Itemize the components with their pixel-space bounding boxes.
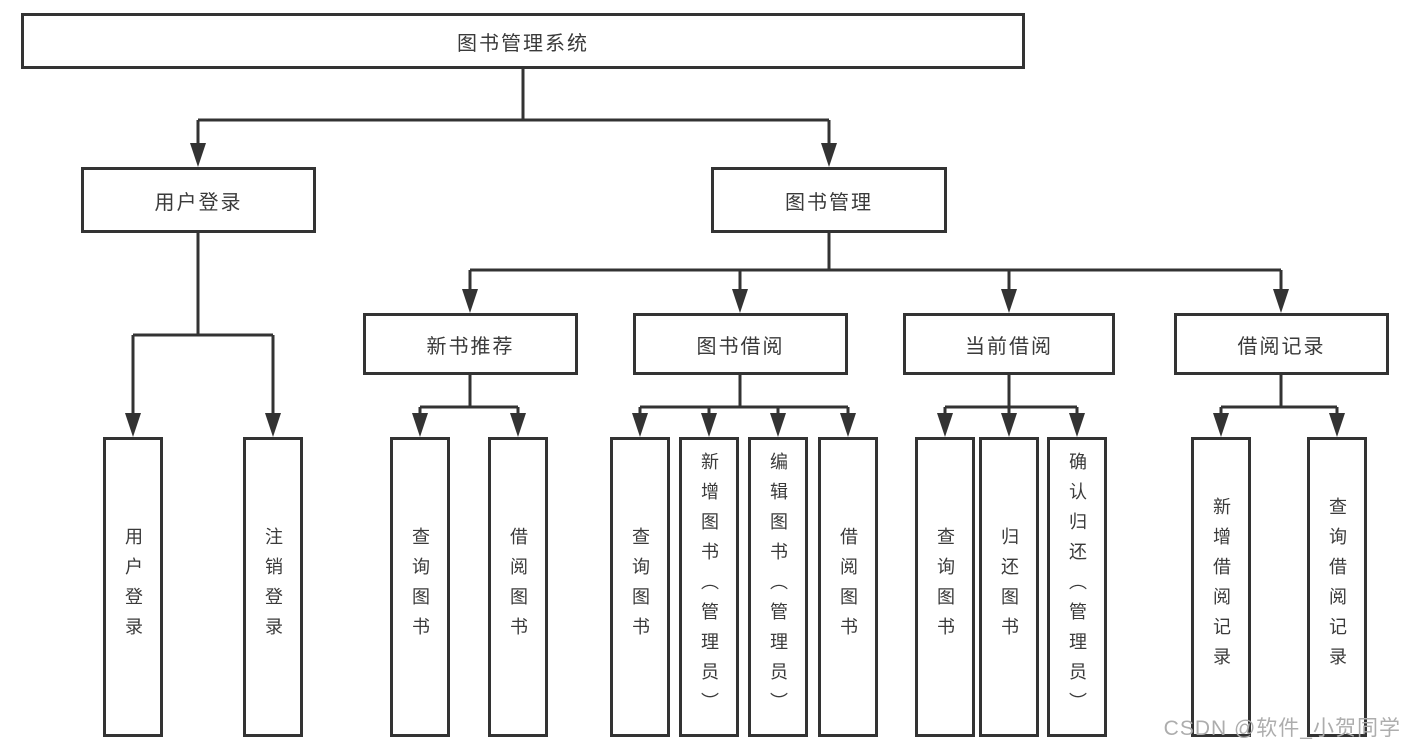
leaf-add-book-admin: 新增图书（管理员） <box>679 437 739 737</box>
arrowhead-icon <box>1001 289 1017 313</box>
node-root-system: 图书管理系统 <box>21 13 1025 69</box>
arrowhead-icon <box>1329 413 1345 437</box>
arrowhead-icon <box>937 413 953 437</box>
leaf-recommend-query-book: 查询图书 <box>390 437 450 737</box>
node-book-borrow-label: 图书借阅 <box>696 335 785 358</box>
leaf-edit-book-admin-label: 编辑图书（管理员） <box>768 452 788 722</box>
connector-current-borrow-split <box>943 375 1079 414</box>
node-current-borrow-label: 当前借阅 <box>965 335 1053 358</box>
csdn-watermark: CSDN @软件_小贺同学 <box>1163 717 1401 740</box>
leaf-borrow-book: 借阅图书 <box>818 437 878 737</box>
connector-new-book-split <box>418 375 520 414</box>
connector-book-mgmt-split <box>468 233 1283 290</box>
node-current-borrow: 当前借阅 <box>903 313 1115 375</box>
leaf-user-login-label: 用户登录 <box>123 527 143 647</box>
leaf-borrow-query-book: 查询图书 <box>610 437 670 737</box>
connector-borrow-records-split <box>1219 375 1339 414</box>
node-new-book-recommend: 新书推荐 <box>363 313 578 375</box>
arrowhead-icon <box>770 413 786 437</box>
leaf-query-borrow-record: 查询借阅记录 <box>1307 437 1367 737</box>
node-user-login-branch-label: 用户登录 <box>154 191 243 214</box>
leaf-borrow-query-book-label: 查询图书 <box>630 527 650 647</box>
node-book-borrow: 图书借阅 <box>633 313 848 375</box>
arrowhead-icon <box>1069 413 1085 437</box>
arrowhead-icon <box>265 413 281 437</box>
arrowhead-icon <box>701 413 717 437</box>
connector-book-borrow-split <box>638 375 850 414</box>
arrowhead-icon <box>462 289 478 313</box>
arrowhead-icon <box>821 143 837 167</box>
node-borrow-records: 借阅记录 <box>1174 313 1389 375</box>
node-root-system-label: 图书管理系统 <box>457 32 589 55</box>
arrowhead-icon <box>732 289 748 313</box>
node-book-management-branch-label: 图书管理 <box>785 191 873 214</box>
connector-user-login-split <box>131 233 275 414</box>
leaf-confirm-return-admin-label: 确认归还（管理员） <box>1067 452 1087 722</box>
leaf-return-book-label: 归还图书 <box>999 527 1019 647</box>
arrowhead-icon <box>125 413 141 437</box>
leaf-recommend-borrow-book-label: 借阅图书 <box>508 527 528 647</box>
leaf-borrow-book-label: 借阅图书 <box>838 527 858 647</box>
leaf-recommend-query-book-label: 查询图书 <box>410 527 430 647</box>
node-book-management-branch: 图书管理 <box>711 167 947 233</box>
arrowhead-icon <box>412 413 428 437</box>
leaf-recommend-borrow-book: 借阅图书 <box>488 437 548 737</box>
leaf-edit-book-admin: 编辑图书（管理员） <box>748 437 808 737</box>
node-user-login-branch: 用户登录 <box>81 167 316 233</box>
leaf-user-login: 用户登录 <box>103 437 163 737</box>
leaf-logout: 注销登录 <box>243 437 303 737</box>
leaf-current-query-book-label: 查询图书 <box>935 527 955 647</box>
arrowhead-icon <box>1001 413 1017 437</box>
node-new-book-recommend-label: 新书推荐 <box>426 335 515 358</box>
arrowhead-icon <box>1213 413 1229 437</box>
connector-root-split <box>196 69 831 146</box>
leaf-return-book: 归还图书 <box>979 437 1039 737</box>
leaf-current-query-book: 查询图书 <box>915 437 975 737</box>
node-borrow-records-label: 借阅记录 <box>1237 335 1326 358</box>
leaf-add-book-admin-label: 新增图书（管理员） <box>699 452 719 722</box>
leaf-confirm-return-admin: 确认归还（管理员） <box>1047 437 1107 737</box>
leaf-query-borrow-record-label: 查询借阅记录 <box>1327 497 1347 677</box>
leaf-add-borrow-record: 新增借阅记录 <box>1191 437 1251 737</box>
leaf-logout-label: 注销登录 <box>263 527 283 647</box>
arrowhead-icon <box>190 143 206 167</box>
arrowhead-icon <box>632 413 648 437</box>
arrowhead-icon <box>1273 289 1289 313</box>
arrowhead-icon <box>840 413 856 437</box>
arrowhead-icon <box>510 413 526 437</box>
leaf-add-borrow-record-label: 新增借阅记录 <box>1211 497 1231 677</box>
